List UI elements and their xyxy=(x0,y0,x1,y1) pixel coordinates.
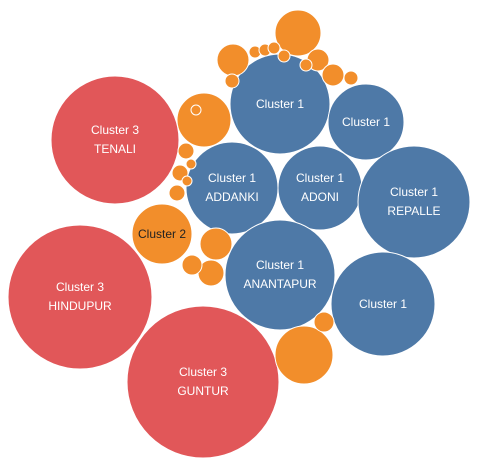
bubble-24[interactable] xyxy=(168,184,186,202)
bubble-29[interactable] xyxy=(267,41,281,55)
bubble-30[interactable] xyxy=(299,58,313,72)
bubble-15[interactable] xyxy=(216,43,250,77)
bubble-8-name-label: REPALLE xyxy=(387,204,440,218)
bubble-9[interactable] xyxy=(224,219,336,331)
bubble-5[interactable] xyxy=(327,83,405,161)
bubble-1-cluster-label: Cluster 3 xyxy=(91,123,139,137)
bubble-1[interactable] xyxy=(50,75,180,205)
bubble-3-cluster-label: Cluster 3 xyxy=(179,365,227,379)
bubble-31[interactable] xyxy=(277,49,291,63)
bubble-4-cluster-label: Cluster 1 xyxy=(256,97,304,111)
bubble-3[interactable] xyxy=(126,305,280,459)
bubble-6[interactable] xyxy=(185,141,279,235)
bubble-10[interactable] xyxy=(330,251,436,357)
bubble-22[interactable] xyxy=(177,142,195,160)
bubble-3-name-label: GUNTUR xyxy=(177,384,229,398)
bubble-2[interactable] xyxy=(7,224,153,370)
bubble-25[interactable] xyxy=(224,73,240,89)
bubble-13[interactable] xyxy=(274,325,334,385)
bubble-20[interactable] xyxy=(181,254,203,276)
bubble-6-name-label: ADDANKI xyxy=(205,190,258,204)
bubble-10-cluster-label: Cluster 1 xyxy=(359,297,407,311)
bubble-34[interactable] xyxy=(181,175,193,187)
bubble-7-cluster-label: Cluster 1 xyxy=(296,171,344,185)
bubble-2-cluster-label: Cluster 3 xyxy=(56,280,104,294)
bubble-16[interactable] xyxy=(199,227,233,261)
bubble-14[interactable] xyxy=(274,9,322,57)
bubble-21[interactable] xyxy=(313,311,335,333)
bubble-8-cluster-label: Cluster 1 xyxy=(390,185,438,199)
bubble-11-cluster-label: Cluster 2 xyxy=(138,227,186,241)
bubble-7[interactable] xyxy=(277,145,363,231)
bubble-12[interactable] xyxy=(176,92,232,148)
bubble-26[interactable] xyxy=(343,70,359,86)
bubble-6-cluster-label: Cluster 1 xyxy=(208,171,256,185)
bubble-11[interactable] xyxy=(131,203,193,265)
bubble-1-name-label: TENALI xyxy=(94,142,136,156)
bubble-19[interactable] xyxy=(321,63,345,87)
bubble-32[interactable] xyxy=(190,104,202,116)
bubble-5-cluster-label: Cluster 1 xyxy=(342,115,390,129)
bubble-33[interactable] xyxy=(185,158,197,170)
bubble-7-name-label: ADONI xyxy=(301,190,339,204)
bubble-8[interactable] xyxy=(357,145,471,259)
bubble-9-name-label: ANANTAPUR xyxy=(243,277,316,291)
bubble-9-cluster-label: Cluster 1 xyxy=(256,258,304,272)
bubble-2-name-label: HINDUPUR xyxy=(48,299,112,313)
